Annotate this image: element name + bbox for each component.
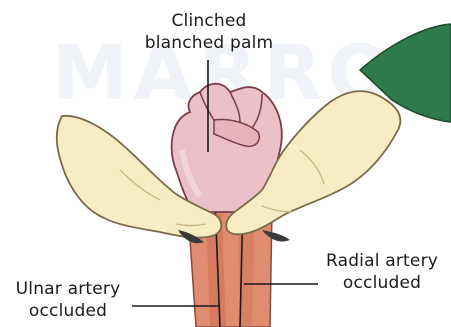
ulnar-label-line1: Ulnar artery <box>2 278 134 300</box>
palm-label: Clinched blanched palm <box>134 10 284 54</box>
radial-label-line2: occluded <box>318 272 446 294</box>
radial-label-line1: Radial artery <box>318 250 446 272</box>
ulnar-label: Ulnar artery occluded <box>2 278 134 322</box>
radial-label: Radial artery occluded <box>318 250 446 294</box>
palm-label-line1: Clinched <box>134 10 284 32</box>
palm-label-line2: blanched palm <box>134 32 284 54</box>
ulnar-label-line2: occluded <box>2 300 134 322</box>
